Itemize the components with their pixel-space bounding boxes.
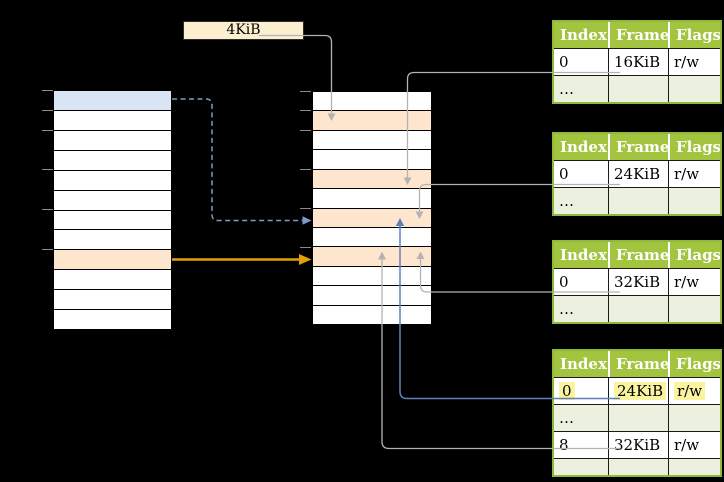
- virtual-memory-column-row-8: [54, 250, 171, 271]
- page-table-column: [312, 91, 432, 325]
- tick-mark: [300, 91, 311, 92]
- table-cell: r/w: [668, 431, 720, 458]
- table-cell: 24KiB: [608, 160, 668, 187]
- column-header: Frame: [608, 134, 668, 160]
- virtual-memory-column-row-1: [54, 110, 171, 131]
- tick-mark: [42, 169, 53, 170]
- page-table-column-row-3: [313, 150, 431, 170]
- tick-mark: [300, 169, 311, 170]
- virtual-memory-column: [53, 90, 172, 330]
- column-header: Index: [554, 22, 608, 48]
- virtual-memory-column-row-5: [54, 190, 171, 211]
- column-header: Frame: [608, 351, 668, 377]
- table-cell: 32KiB: [608, 268, 668, 295]
- highlight: 24KiB: [614, 382, 667, 400]
- table-cell: [608, 458, 668, 475]
- tick-mark: [42, 130, 53, 131]
- tick-mark: [42, 249, 53, 250]
- page-table-column-row-5: [313, 189, 431, 209]
- table-cell: 8: [554, 431, 608, 458]
- table-cell: 32KiB: [608, 431, 668, 458]
- table-cell: 16KiB: [608, 48, 668, 75]
- page-table-column-row-4: [313, 169, 431, 190]
- tick-mark: [300, 208, 311, 209]
- table-cell-highlighted: 24KiB: [608, 377, 668, 404]
- table-cell: 0: [554, 48, 608, 75]
- tick-mark: [300, 247, 311, 248]
- tick-mark: [300, 130, 311, 131]
- table-cell: …: [554, 458, 608, 475]
- column-header: Index: [554, 242, 608, 268]
- virtual-memory-column-row-3: [54, 150, 171, 171]
- table-cell: …: [554, 187, 608, 214]
- page-size-label: 4KiB: [183, 21, 304, 40]
- column-header: Index: [554, 351, 608, 377]
- arrow-virtual-to-row9-gold: [172, 254, 312, 265]
- arrowhead-right-icon: [299, 254, 312, 265]
- virtual-memory-column-row-2: [54, 130, 171, 151]
- page-table-column-row-1: [313, 111, 431, 131]
- column-header: Flags: [668, 351, 720, 377]
- frame-table-level2: Index Frame Flags 0 24KiB r/w … 8 32KiB …: [552, 349, 722, 477]
- tick-mark: [42, 209, 53, 210]
- table-cell: [668, 75, 720, 102]
- column-header: Index: [554, 134, 608, 160]
- virtual-memory-column-row-4: [54, 170, 171, 191]
- table-cell: …: [554, 295, 608, 322]
- table-cell: [608, 187, 668, 214]
- table-cell: [608, 75, 668, 102]
- frame-table-16kib: Index Frame Flags 0 16KiB r/w …: [552, 20, 722, 104]
- virtual-memory-column-row-0: [54, 91, 171, 111]
- table-cell: [668, 404, 720, 431]
- table-cell-highlighted: 0: [554, 377, 608, 404]
- table-cell: 0: [554, 268, 608, 295]
- table-cell: r/w: [668, 160, 720, 187]
- table-cell: r/w: [668, 48, 720, 75]
- page-table-column-row-6: [313, 208, 431, 228]
- table-cell: [668, 295, 720, 322]
- column-header: Flags: [668, 134, 720, 160]
- column-header: Frame: [608, 22, 668, 48]
- tick-mark: [42, 110, 53, 111]
- table-cell: [668, 458, 720, 475]
- highlight: r/w: [674, 382, 706, 400]
- page-table-column-row-2: [313, 130, 431, 151]
- frame-table-24kib: Index Frame Flags 0 24KiB r/w …: [552, 132, 722, 216]
- highlight: 0: [559, 382, 575, 400]
- tick-mark: [300, 110, 311, 111]
- page-table-column-row-9: [313, 266, 431, 287]
- table-cell: r/w: [668, 268, 720, 295]
- page-table-column-row-0: [313, 92, 431, 112]
- tick-mark: [42, 90, 53, 91]
- table-cell: [668, 187, 720, 214]
- virtual-memory-column-row-6: [54, 210, 171, 231]
- table-cell: [608, 404, 668, 431]
- page-table-column-row-11: [313, 305, 431, 325]
- virtual-memory-column-row-9: [54, 270, 171, 291]
- column-header: Flags: [668, 242, 720, 268]
- table-cell-highlighted: r/w: [668, 377, 720, 404]
- table-cell: …: [554, 75, 608, 102]
- frame-table-32kib: Index Frame Flags 0 32KiB r/w …: [552, 240, 722, 324]
- virtual-memory-column-row-11: [54, 310, 171, 330]
- table-cell: [608, 295, 668, 322]
- column-header: Frame: [608, 242, 668, 268]
- page-table-column-row-7: [313, 227, 431, 248]
- virtual-memory-column-row-10: [54, 290, 171, 311]
- arrowhead-right-icon: [302, 216, 312, 225]
- table-cell: …: [554, 404, 608, 431]
- page-table-column-row-8: [313, 247, 431, 267]
- column-header: Flags: [668, 22, 720, 48]
- arrow-virtual-to-row7-dashed: [172, 98, 312, 225]
- virtual-memory-column-row-7: [54, 230, 171, 251]
- table-cell: 0: [554, 160, 608, 187]
- page-table-column-row-10: [313, 286, 431, 306]
